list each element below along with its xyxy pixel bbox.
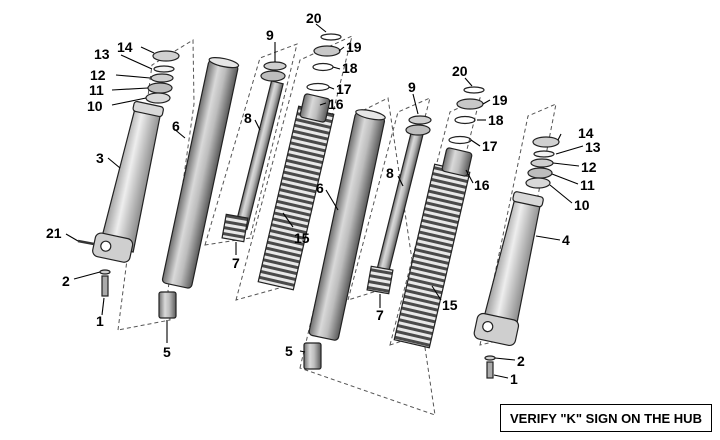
callout-12-left: 12: [90, 67, 106, 83]
fork-leg-right: [473, 191, 544, 347]
callout-2-left: 2: [62, 273, 70, 289]
rod-rings-right: [405, 115, 432, 136]
callout-5-left: 5: [163, 344, 171, 360]
callout-6-left: 6: [172, 118, 180, 134]
callout-20-left: 20: [306, 10, 322, 26]
rebound-spring-right: [366, 265, 394, 295]
callout-6-right: 6: [316, 180, 324, 196]
callout-9-right: 9: [408, 79, 416, 95]
callout-15-right: 15: [442, 297, 458, 313]
callout-13-right: 13: [585, 139, 601, 155]
callout-12-right: 12: [581, 159, 597, 175]
callout-18-left: 18: [342, 60, 358, 76]
callout-9-left: 9: [266, 27, 274, 43]
rod-rings-left: [260, 61, 287, 82]
callout-18-right: 18: [488, 112, 504, 128]
callout-10-right: 10: [574, 197, 590, 213]
callout-1-right: 1: [510, 371, 518, 387]
callout-7-left: 7: [232, 255, 240, 271]
callout-19-left: 19: [346, 39, 362, 55]
hub-note-text: VERIFY "K" SIGN ON THE HUB: [510, 410, 702, 426]
bottom-screw-left: [99, 269, 111, 297]
callout-1-left: 1: [96, 313, 104, 329]
fork-leg-left: [92, 100, 164, 263]
leader-lines: [65, 23, 584, 379]
pinch-screw-21: [77, 239, 95, 246]
right-damper-group-outline: [347, 97, 431, 301]
callout-11-left: 11: [89, 82, 104, 98]
top-cap-stack-right: [448, 86, 485, 145]
callout-16-left: 16: [328, 96, 344, 112]
callout-14-right: 14: [578, 125, 594, 141]
seal-stack-left: [145, 50, 180, 104]
callout-11-right: 11: [580, 177, 595, 193]
callout-10-left: 10: [87, 98, 103, 114]
seal-stack-right: [525, 136, 560, 189]
left-leg-group-outline: [117, 39, 195, 331]
hub-note-box: VERIFY "K" SIGN ON THE HUB: [500, 404, 712, 432]
callout-5-right: 5: [285, 343, 293, 359]
callout-15-left: 15: [294, 230, 310, 246]
rebound-spring-left: [221, 213, 249, 243]
callout-17-right: 17: [482, 138, 498, 154]
spring-spacer-right: [441, 147, 473, 177]
callout-19-right: 19: [492, 92, 508, 108]
callout-8-right: 8: [386, 165, 394, 181]
callout-21: 21: [46, 225, 62, 241]
callout-13-left: 13: [94, 46, 110, 62]
callout-3-left: 3: [96, 150, 104, 166]
bottom-bush-right: [303, 342, 322, 370]
spring-spacer-left: [299, 93, 331, 123]
bottom-screw-right: [484, 355, 496, 379]
stanchion-tube-right: [308, 109, 386, 341]
callout-14-left: 14: [117, 39, 133, 55]
callout-20-right: 20: [452, 63, 468, 79]
callout-17-left: 17: [336, 81, 352, 97]
left-fork-assembly: [77, 33, 353, 331]
callout-4-right: 4: [562, 232, 570, 248]
callout-8-left: 8: [244, 110, 252, 126]
callout-2-right: 2: [517, 353, 525, 369]
stanchion-tube-left: [161, 57, 240, 289]
callout-7-right: 7: [376, 307, 384, 323]
top-cap-stack-left: [306, 33, 342, 92]
bottom-bush-left: [158, 291, 177, 319]
callout-16-right: 16: [474, 177, 490, 193]
right-fork-assembly: [299, 86, 560, 416]
callout-labels: 14 13 12 11 10 3 6 9 8 20 19 18 17 16 15…: [46, 10, 601, 387]
